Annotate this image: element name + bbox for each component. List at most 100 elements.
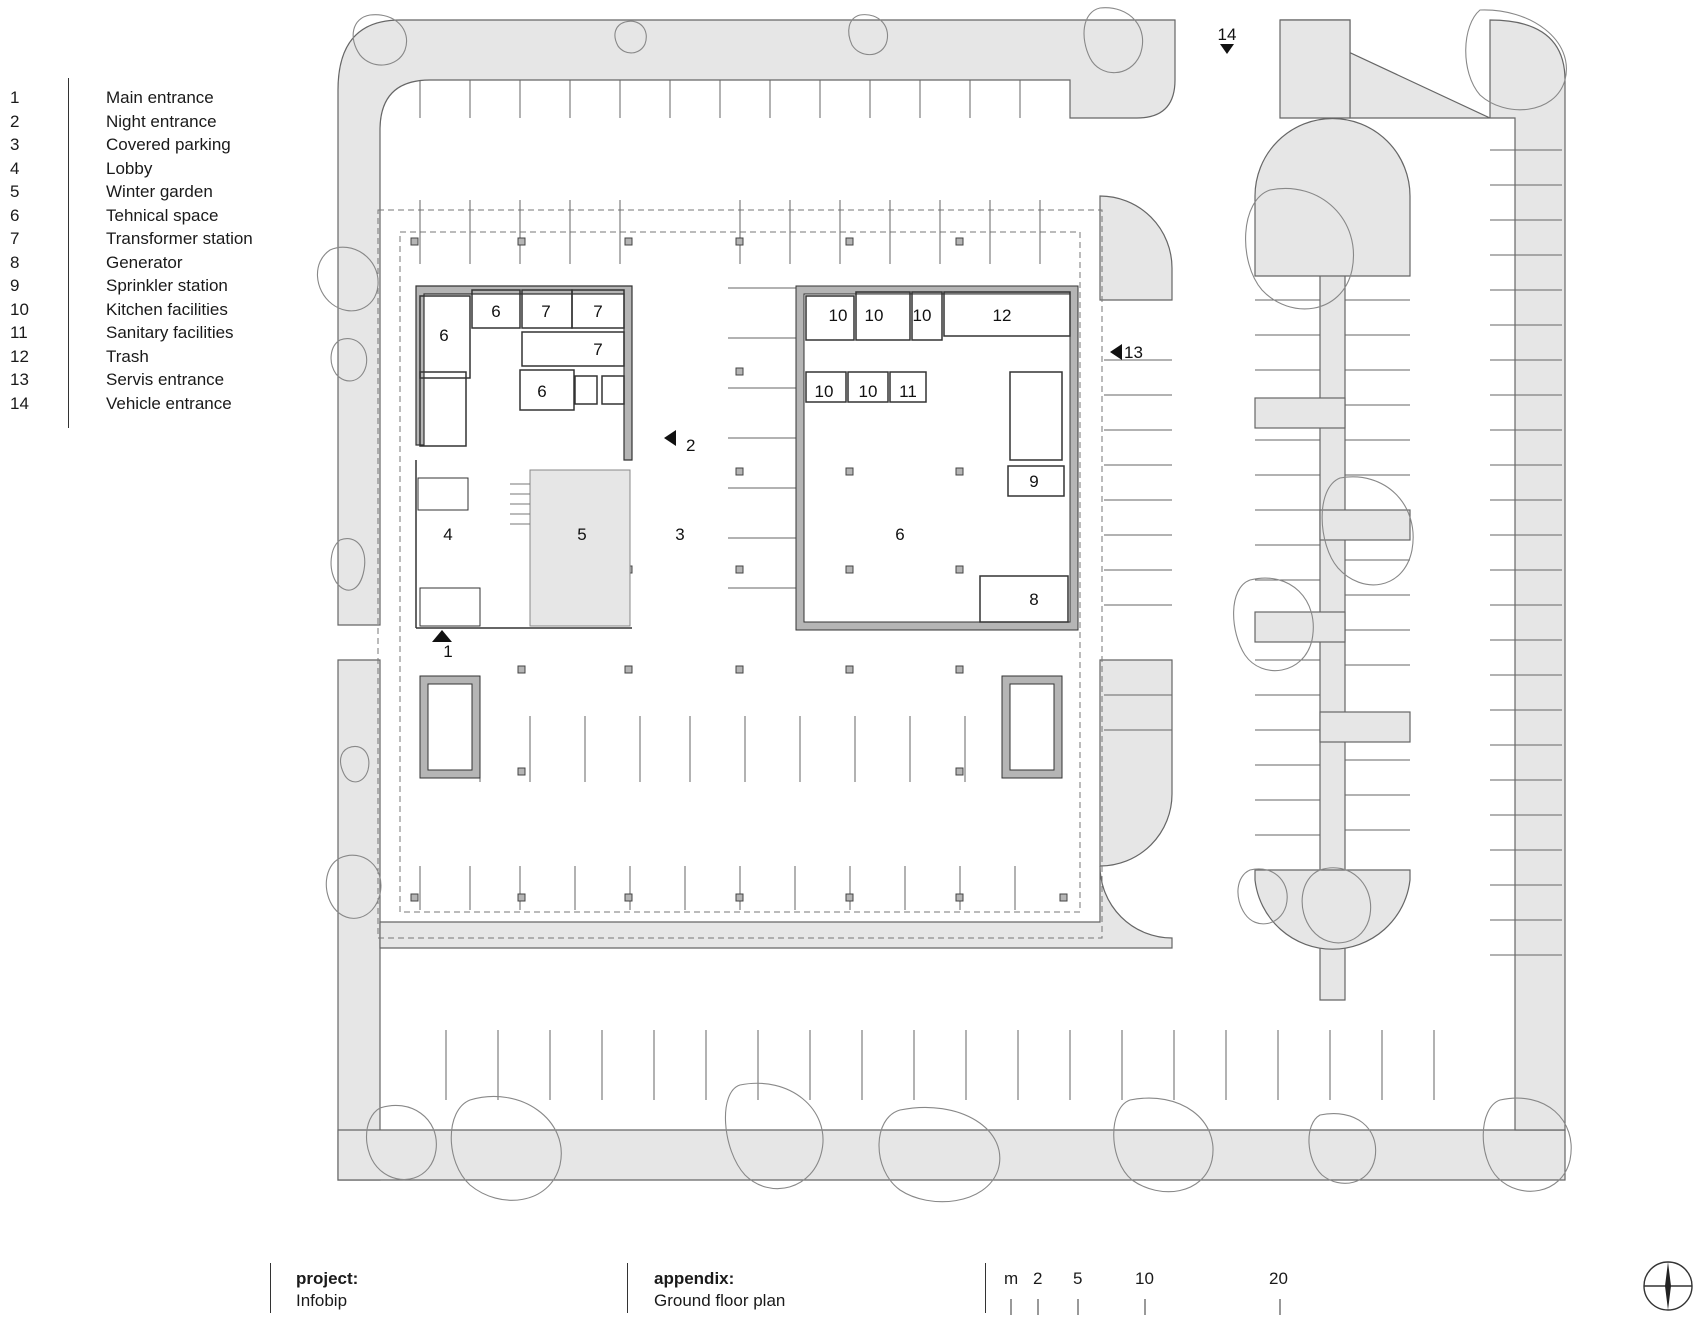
legend-label: Winter garden xyxy=(106,182,213,201)
tree xyxy=(1237,868,1288,925)
legend-item: 2 Night entrance xyxy=(0,110,300,134)
legend-item: 14 Vehicle entrance xyxy=(0,392,300,416)
left-block-partitions xyxy=(419,289,625,447)
right-green-strip-top xyxy=(1279,19,1351,119)
right-core-block xyxy=(795,285,1079,631)
legend-label: Night entrance xyxy=(106,111,217,131)
room-11 xyxy=(889,371,927,403)
entrance-markers xyxy=(432,44,1234,642)
tree xyxy=(1233,577,1314,672)
legend-label: Kitchen facilities xyxy=(106,299,228,319)
tree xyxy=(339,746,370,783)
stalls-right-edge xyxy=(1490,149,1562,956)
legend-number: 3 xyxy=(10,135,20,154)
stalls-spine-right xyxy=(1345,299,1410,831)
main-entrance-arrow xyxy=(432,630,452,642)
tree xyxy=(1482,1097,1572,1192)
spine-bottom-cap xyxy=(1254,869,1411,950)
trees xyxy=(316,7,1572,1203)
room-8 xyxy=(979,575,1069,623)
tree xyxy=(366,1104,437,1180)
room-label: 1 xyxy=(443,642,452,661)
right-block-partitions xyxy=(805,291,1071,623)
stalls-top-inner xyxy=(419,200,1041,264)
legend-label: Lobby xyxy=(106,158,153,178)
stalls-bottom-row xyxy=(445,1030,1435,1100)
project-heading: project: xyxy=(296,1269,359,1288)
tree xyxy=(450,1095,562,1201)
room-label: 4 xyxy=(443,525,452,544)
room-6-a xyxy=(419,295,471,379)
title-divider xyxy=(270,1263,271,1313)
room-label: 2 xyxy=(686,436,695,455)
room-label: 3 xyxy=(675,525,684,544)
left-core-block xyxy=(415,285,633,629)
spine-bay xyxy=(1319,509,1411,541)
title-block: project: Infobip appendix: Ground floor … xyxy=(0,1255,1700,1318)
spine-bay xyxy=(1254,397,1346,429)
tree xyxy=(1245,188,1354,310)
tree xyxy=(330,538,366,591)
room-10-b xyxy=(855,291,911,341)
legend-label: Vehicle entrance xyxy=(106,393,232,413)
vehicle-entrance-arrow xyxy=(1220,44,1234,54)
room-label: 6 xyxy=(439,326,448,345)
stalls-east-of-building xyxy=(1104,359,1172,731)
legend-number: 8 xyxy=(10,252,20,272)
legend-number: 12 xyxy=(10,346,29,366)
tree xyxy=(330,338,368,382)
entrance-vestibule xyxy=(419,587,481,627)
service-entrance-arrow xyxy=(1110,344,1122,360)
tree xyxy=(848,14,888,56)
spine-bay xyxy=(1319,711,1411,743)
room-label: 10 xyxy=(859,382,878,401)
top-green-strip xyxy=(337,19,1176,626)
landscape-strips xyxy=(337,19,1566,1181)
stalls-mid-row xyxy=(479,716,966,782)
winter-garden-fill xyxy=(529,469,631,627)
night-entrance-arrow xyxy=(664,430,676,446)
room-labels: 6 6 7 7 7 6 4 5 3 1 2 10 10 10 12 10 10 … xyxy=(439,25,1236,661)
appendix-name: Ground floor plan xyxy=(654,1291,786,1310)
legend-number: 7 xyxy=(10,229,20,248)
room-10-c xyxy=(911,291,943,341)
scale-label: 5 xyxy=(1073,1269,1083,1288)
room-label: 5 xyxy=(577,525,586,544)
room-label: 6 xyxy=(491,302,500,321)
legend-number: 2 xyxy=(10,111,20,131)
legend-item: 5 Winter garden xyxy=(0,180,300,204)
right-green-strip xyxy=(1279,19,1566,1131)
lobby-stair xyxy=(510,483,530,525)
legend-label: Servis entrance xyxy=(106,370,225,389)
room-label: 9 xyxy=(1029,472,1038,491)
left-green-strip xyxy=(337,659,381,1181)
room-10-d xyxy=(805,371,847,403)
stair-core xyxy=(419,371,467,447)
project-name: Infobip xyxy=(296,1291,348,1310)
room-label: 10 xyxy=(913,306,932,325)
north-arrow-icon xyxy=(1643,1261,1693,1311)
stair-core-se xyxy=(1001,675,1063,779)
legend-label: Main entrance xyxy=(106,88,214,107)
right-block-walls xyxy=(795,285,1079,631)
room-10-a xyxy=(805,295,855,341)
floor-plan: 6 6 7 7 7 6 4 5 3 1 2 10 10 10 12 10 10 … xyxy=(316,7,1572,1203)
legend-item: 10 Kitchen facilities xyxy=(0,298,300,322)
legend-number: 5 xyxy=(10,182,20,201)
legend-number: 14 xyxy=(10,393,29,413)
spine-bay xyxy=(1254,611,1346,643)
room-7-c xyxy=(521,331,625,367)
legend-number: 11 xyxy=(10,323,28,342)
room-6-b xyxy=(471,289,521,329)
legend-label: Sprinkler station xyxy=(106,276,228,295)
legend-number: 10 xyxy=(10,299,29,319)
room-label: 14 xyxy=(1218,25,1237,44)
legend-label: Transformer station xyxy=(106,229,253,248)
scale-label: 10 xyxy=(1135,1269,1154,1288)
